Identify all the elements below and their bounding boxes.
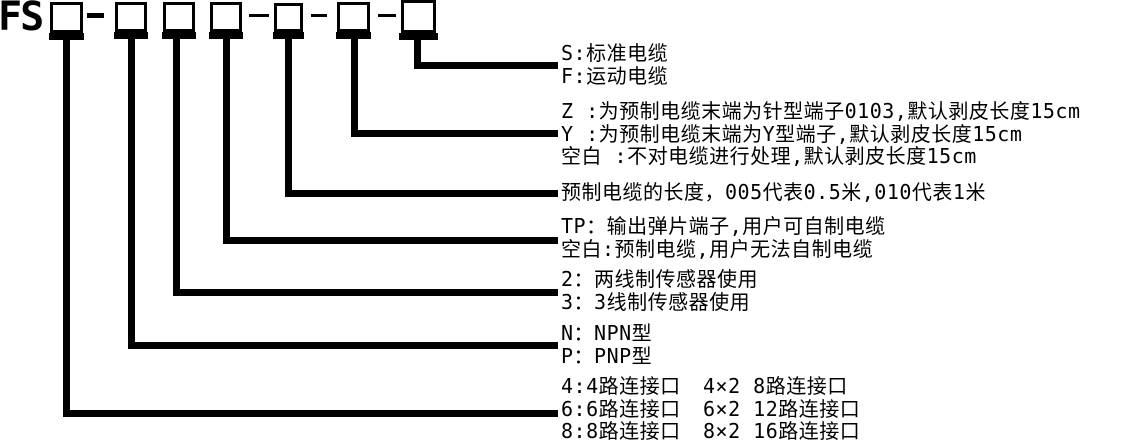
box-underbar-7 [399,33,438,40]
legend-line: 3：3线制传感器使用 [561,289,751,314]
model-box-3 [163,2,195,32]
legend-cell: 8:8路连接口 [561,419,681,443]
leader-stem-box4 [223,39,230,244]
leader-arm-box5 [285,190,558,197]
legend-line: Z :为预制电缆末端为针型端子0103,默认剥皮长度15cm [561,99,1081,123]
model-box-2 [115,2,147,32]
model-box-1 [50,2,83,33]
leader-arm-box6 [351,130,558,137]
box-underbar-3 [162,32,196,39]
legend-line: S:标准电缆 [561,41,669,65]
legend-line: 2：两线制传感器使用 [561,267,759,291]
legend-sensor-wiring: 2：两线制传感器使用 3：3线制传感器使用 [561,268,758,313]
model-box-6 [337,2,370,32]
leader-arm-box4 [223,237,558,244]
leader-arm-box3 [173,289,558,296]
box-underbar-2 [114,32,148,39]
legend-line: F:运动电缆 [561,63,669,88]
legend-line: P：PNP型 [561,343,653,368]
leader-stem-box2 [128,39,135,349]
legend-cable-length: 预制电缆的长度，005代表0.5米,010代表1米 [561,181,986,204]
model-prefix: FS [0,0,44,40]
legend-line: Y :为预制电缆末端为Y型端子,默认剥皮长度15cm [561,121,1023,146]
dash-separator-3 [311,14,327,17]
legend-line: 空白:预制电缆,用户无法自制电缆 [561,236,874,261]
model-box-5 [274,3,303,32]
legend-cell: 6×2 12路连接口 [703,396,861,421]
legend-line: 空白 :不对电缆进行处理,默认剥皮长度15cm [561,144,977,168]
leader-stem-box6 [351,39,358,137]
legend-row: 6:6路连接口 6×2 12路连接口 [561,396,861,421]
dash-separator-1 [87,13,104,18]
dash-separator-4 [378,14,396,17]
legend-cell: 4:4路连接口 [561,374,681,398]
model-box-7 [401,0,436,33]
legend-cell: 8×2 16路连接口 [703,419,861,443]
legend-output-polarity: N：NPN型 P：PNP型 [561,322,652,367]
leader-arm-box1 [63,410,558,417]
legend-line: N：NPN型 [561,321,653,345]
box-underbar-6 [336,32,371,39]
legend-cell: 6:6路连接口 [561,396,681,421]
legend-line: TP：输出弹片端子,用户可自制电缆 [561,214,886,238]
dash-separator-2 [249,14,269,17]
leader-stem-box1 [63,40,70,417]
leader-stem-box7 [414,40,421,69]
box-underbar-4 [209,32,243,39]
legend-cable-type: S:标准电缆 F:运动电缆 [561,42,668,87]
legend-channel-count: 4:4路连接口 4×2 8路连接口 6:6路连接口 6×2 12路连接口 8:8路连… [561,375,860,443]
legend-terminal-type: TP：输出弹片端子,用户可自制电缆 空白:预制电缆,用户无法自制电缆 [561,215,886,260]
legend-cell: 4×2 8路连接口 [703,374,848,398]
legend-line: 预制电缆的长度，005代表0.5米,010代表1米 [561,180,986,204]
legend-cable-end-treatment: Z :为预制电缆末端为针型端子0103,默认剥皮长度15cm Y :为预制电缆末… [561,100,1081,168]
legend-row: 8:8路连接口 8×2 16路连接口 [561,420,860,443]
leader-stem-box5 [285,39,292,197]
leader-stem-box3 [173,39,180,296]
model-box-4 [210,2,242,32]
box-underbar-1 [49,33,84,40]
leader-arm-box7 [414,62,558,69]
box-underbar-5 [273,32,304,39]
leader-arm-box2 [128,342,558,349]
legend-row: 4:4路连接口 4×2 8路连接口 [561,375,860,398]
